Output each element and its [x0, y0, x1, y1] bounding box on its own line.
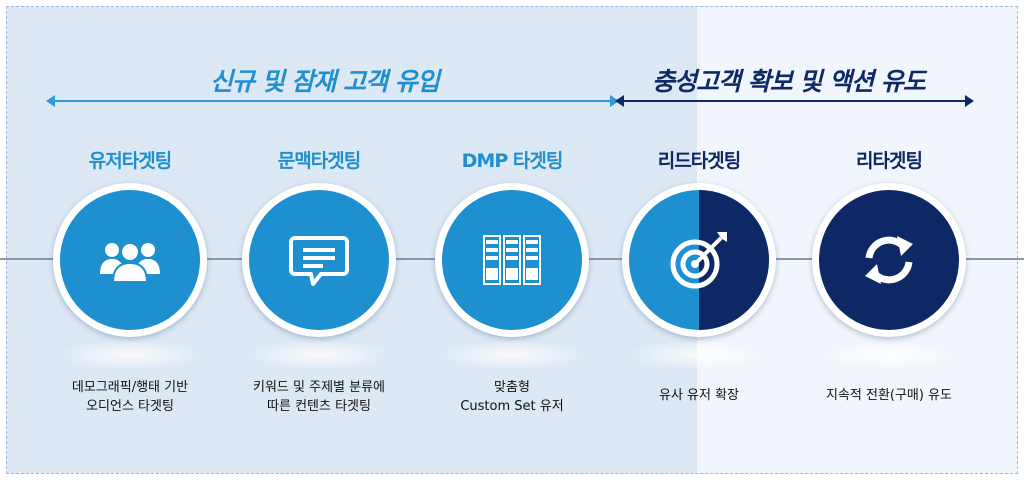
circle-reflection: [814, 340, 964, 370]
item-label-dmp-targeting: DMP 타겟팅: [461, 150, 564, 172]
circle-reflection: [55, 340, 205, 370]
desc-line: Custom Set 유저: [460, 399, 564, 414]
item-desc-lead-targeting: 유사 유저 확장: [599, 386, 799, 405]
item-circle-context-targeting: [242, 183, 396, 337]
item-label-context-targeting: 문맥타겟팅: [277, 150, 361, 172]
chat-message-icon: [289, 236, 349, 286]
item-label-lead-targeting: 리드타겟팅: [657, 150, 741, 172]
item-circle-lead-targeting: [622, 183, 776, 337]
circle-reflection: [437, 340, 587, 370]
circle-reflection: [244, 340, 394, 370]
desc-line: 맞춤형: [494, 380, 530, 395]
item-desc-context-targeting: 키워드 및 주제별 분류에 따른 컨텐츠 타겟팅: [219, 378, 419, 416]
item-desc-user-targeting: 데모그래픽/행태 기반 오디언스 타겟팅: [30, 378, 230, 416]
section-title-acquisition: 신규 및 잠재 고객 유입: [210, 67, 440, 96]
item-circle-retargeting: [812, 183, 966, 337]
item-desc-dmp-targeting: 맞춤형 Custom Set 유저: [412, 378, 612, 416]
desc-line: 따른 컨텐츠 타겟팅: [267, 399, 371, 414]
refresh-cycle-icon: [865, 236, 913, 284]
target-icon: [670, 232, 727, 289]
item-label-retargeting: 리타겟팅: [856, 150, 923, 172]
item-label-user-targeting: 유저타겟팅: [88, 150, 172, 172]
circle-reflection: [624, 340, 774, 370]
users-icon: [100, 242, 160, 283]
desc-line: 유사 유저 확장: [658, 388, 740, 403]
arrowhead-right-icon: [610, 95, 619, 107]
loyalty-span-arrow: [622, 100, 966, 102]
desc-line: 지속적 전환(구매) 유도: [825, 388, 953, 403]
desc-line: 키워드 및 주제별 분류에: [253, 380, 385, 395]
acquisition-span-arrow: [52, 100, 612, 102]
desc-line: 오디언스 타겟팅: [86, 399, 174, 414]
item-circle-dmp-targeting: [435, 183, 589, 337]
arrowhead-left-icon: [46, 95, 55, 107]
server-rack-icon: [483, 235, 541, 285]
arrowhead-right-icon: [965, 95, 974, 107]
section-title-loyalty: 충성고객 확보 및 액션 유도: [652, 67, 926, 96]
item-desc-retargeting: 지속적 전환(구매) 유도: [789, 386, 989, 405]
item-circle-user-targeting: [53, 183, 207, 337]
arrowhead-left-icon: [615, 95, 624, 107]
desc-line: 데모그래픽/행태 기반: [71, 380, 189, 395]
